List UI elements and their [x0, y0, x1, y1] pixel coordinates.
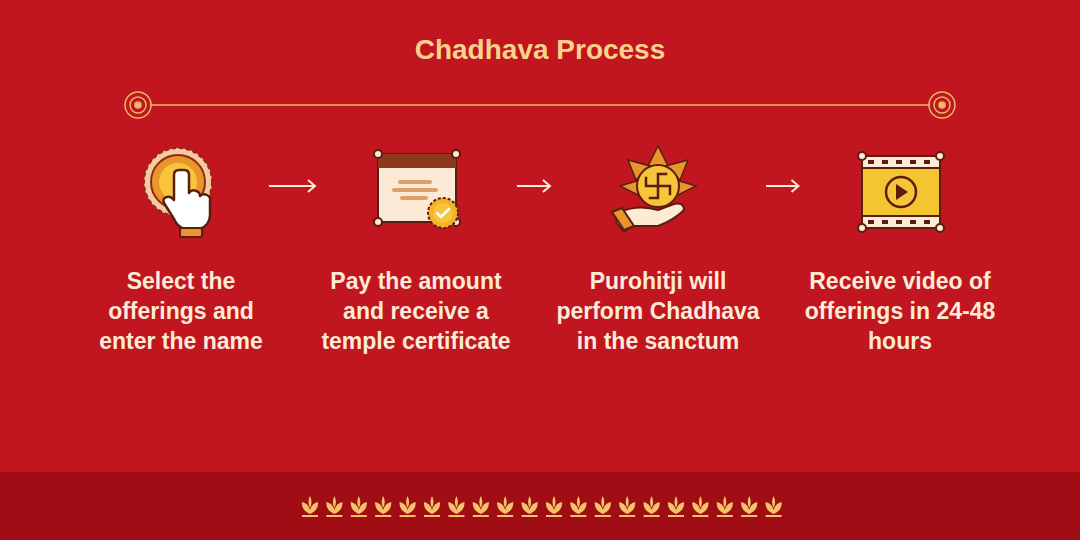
leaf-mark — [766, 496, 782, 514]
leaf-base — [497, 515, 513, 517]
step-box: Receive video of offerings in 24-48 hour… — [803, 150, 998, 356]
step-box: Select the offerings and enter the name — [97, 150, 265, 356]
leaf-base — [326, 515, 342, 517]
leaf-mark — [692, 496, 708, 514]
leaf-base — [595, 515, 611, 517]
leaf-base — [692, 515, 708, 517]
leaf-base — [644, 515, 660, 517]
offering-icon — [612, 146, 696, 232]
leaf-base — [375, 515, 391, 517]
title: Chadhava Process — [0, 34, 1080, 66]
step-text: Purohitji will perform Chadhava in the s… — [554, 266, 762, 356]
step-text: Pay the amount and receive a temple cert… — [319, 266, 513, 356]
step-box: Pay the amount and receive a temple cert… — [319, 150, 513, 356]
leaf-base — [522, 515, 538, 517]
leaf-mark — [302, 496, 318, 514]
leaf-base — [400, 515, 416, 517]
leaf-base — [668, 515, 684, 517]
leaf-mark — [717, 496, 733, 514]
video-icon — [858, 152, 944, 232]
flow-arrow — [517, 180, 550, 192]
leaf-base — [302, 515, 318, 517]
flow-arrow — [766, 180, 799, 192]
footer-band — [0, 472, 1080, 540]
leaf-base — [473, 515, 489, 517]
leaf-mark — [741, 496, 757, 514]
leaf-base — [448, 515, 464, 517]
leaf-base — [619, 515, 635, 517]
leaf-base — [570, 515, 586, 517]
tap-icon — [144, 148, 212, 237]
leaf-mark — [619, 496, 635, 514]
divider-line — [150, 104, 930, 106]
rosette — [125, 92, 955, 118]
leaf-mark — [595, 496, 611, 514]
certificate-icon — [374, 150, 460, 228]
leaf-base — [424, 515, 440, 517]
leaf-mark — [644, 496, 660, 514]
leaf-mark — [351, 496, 367, 514]
leaf-mark — [522, 496, 538, 514]
step-text: Select the offerings and enter the name — [97, 266, 265, 356]
leaf-row — [302, 496, 782, 516]
leaf-mark — [326, 496, 342, 514]
leaf-mark — [668, 496, 684, 514]
leaf-mark — [448, 496, 464, 514]
leaf-base — [717, 515, 733, 517]
step-box: Purohitji will perform Chadhava in the s… — [554, 150, 762, 356]
leaf-mark — [497, 496, 513, 514]
step-text: Receive video of offerings in 24-48 hour… — [803, 266, 998, 356]
leaf-base — [741, 515, 757, 517]
leaf-mark — [546, 496, 562, 514]
flow-arrow — [269, 180, 315, 192]
leaf-base — [766, 515, 782, 517]
leaf-mark — [375, 496, 391, 514]
leaf-mark — [424, 496, 440, 514]
leaf-mark — [473, 496, 489, 514]
leaf-mark — [400, 496, 416, 514]
leaf-mark — [570, 496, 586, 514]
leaf-base — [351, 515, 367, 517]
leaf-base — [546, 515, 562, 517]
